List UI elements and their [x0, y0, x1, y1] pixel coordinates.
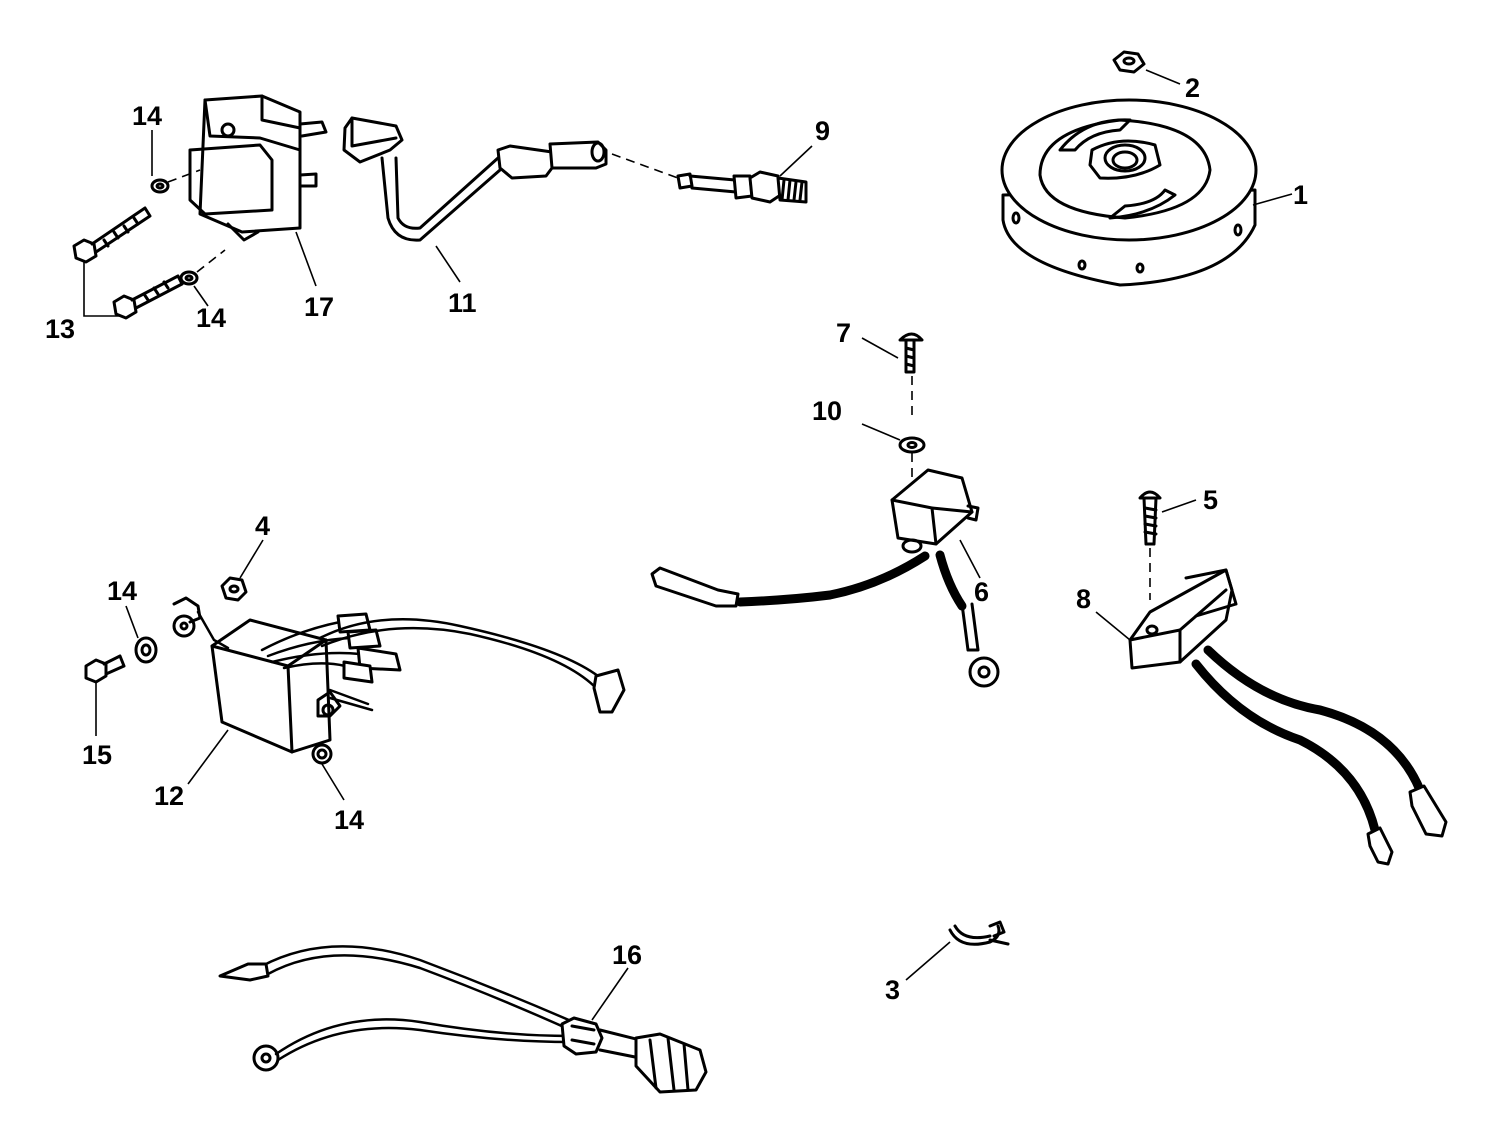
- coil-screw-lower: [112, 274, 184, 320]
- coil-screw-upper: [72, 206, 152, 264]
- callout-6: 6: [974, 577, 989, 607]
- wire-tie: [948, 920, 1010, 946]
- washer-module-lower: [311, 743, 333, 765]
- callout-14-coil-lower: 14: [196, 303, 226, 333]
- callout-5: 5: [1203, 485, 1218, 515]
- stop-switch-lead: [218, 945, 708, 1094]
- pulser-coil: [1128, 568, 1448, 866]
- callout-10: 10: [812, 396, 842, 426]
- module-nut: [220, 576, 248, 602]
- callout-2: 2: [1185, 73, 1200, 103]
- callout-15: 15: [82, 740, 112, 770]
- spark-plug: [676, 170, 808, 204]
- callout-8: 8: [1076, 584, 1091, 614]
- callout-1: 1: [1293, 180, 1308, 210]
- callout-11: 11: [448, 288, 477, 318]
- flywheel-nut: [1112, 50, 1146, 74]
- callout-16: 16: [612, 940, 642, 970]
- callout-9: 9: [815, 116, 830, 146]
- cd-module: [172, 596, 626, 754]
- pulser-coil-screw: [1138, 490, 1162, 546]
- ignition-coil: [188, 94, 328, 242]
- callout-12: 12: [154, 781, 184, 811]
- callout-7: 7: [836, 318, 851, 348]
- callout-14-coil-upper: 14: [132, 101, 162, 131]
- callout-3: 3: [885, 975, 900, 1005]
- washer-coil-lower: [179, 270, 199, 286]
- charge-coil: [650, 468, 1000, 688]
- callout-13: 13: [45, 314, 75, 344]
- callout-14-module-lower: 14: [334, 805, 364, 835]
- washer-coil-upper: [150, 178, 170, 194]
- callout-4: 4: [255, 511, 270, 541]
- charge-coil-screw: [898, 332, 924, 374]
- module-screw: [84, 654, 126, 684]
- charge-coil-washer: [898, 436, 926, 454]
- washer-module-upper: [134, 636, 158, 664]
- callout-17: 17: [304, 292, 334, 322]
- callout-14-module-upper: 14: [107, 576, 137, 606]
- flywheel: [1000, 98, 1258, 287]
- high-tension-lead: [342, 116, 608, 242]
